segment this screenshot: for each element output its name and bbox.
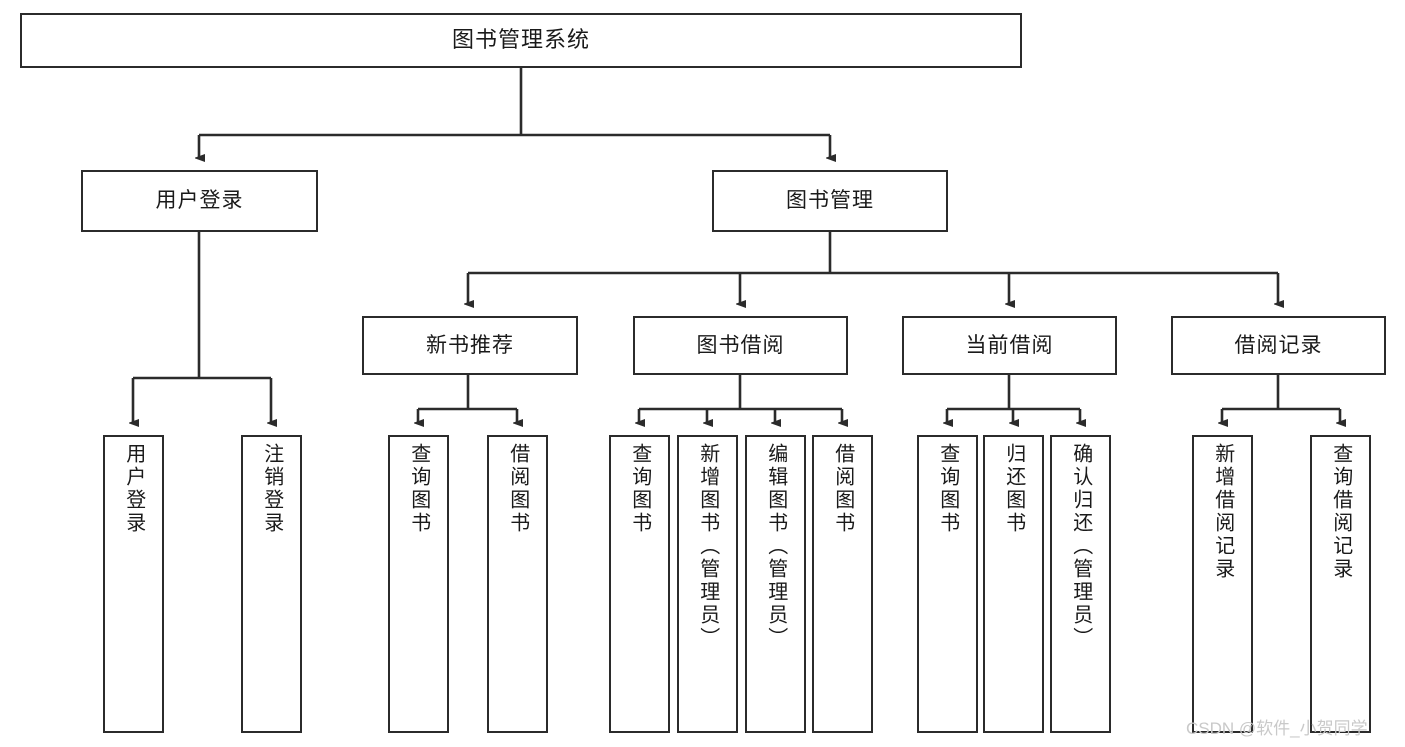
- node-label: 注销登录: [260, 443, 283, 535]
- leaf-user-logout[interactable]: 注销登录: [241, 435, 302, 733]
- node-book-borrow[interactable]: 图书借阅: [633, 316, 848, 375]
- leaf-borrow-add-book-admin[interactable]: 新增图书（管理员）: [677, 435, 738, 733]
- node-label: 图书借阅: [696, 333, 785, 357]
- node-label: 查询图书: [407, 443, 430, 535]
- node-label: 新增借阅记录: [1211, 443, 1234, 581]
- node-label: 图书管理: [786, 189, 874, 213]
- leaf-current-confirm-return-admin[interactable]: 确认归还（管理员）: [1050, 435, 1111, 733]
- node-new-book-recommend[interactable]: 新书推荐: [362, 316, 578, 375]
- node-label: 归还图书: [1002, 443, 1025, 535]
- node-book-management[interactable]: 图书管理: [712, 170, 948, 232]
- node-label: 借阅图书: [831, 443, 854, 535]
- node-label: 编辑图书（管理员）: [764, 443, 787, 650]
- leaf-recommend-borrow-book[interactable]: 借阅图书: [487, 435, 548, 733]
- watermark: CSDN @软件_小贺同学: [1186, 719, 1368, 738]
- node-label: 查询借阅记录: [1329, 443, 1352, 581]
- node-label: 新增图书（管理员）: [696, 443, 719, 650]
- node-label: 查询图书: [628, 443, 651, 535]
- leaf-current-query-book[interactable]: 查询图书: [917, 435, 978, 733]
- node-borrow-record[interactable]: 借阅记录: [1171, 316, 1386, 375]
- node-label: 借阅记录: [1234, 333, 1323, 357]
- leaf-borrow-borrow-book[interactable]: 借阅图书: [812, 435, 873, 733]
- node-label: 确认归还（管理员）: [1069, 443, 1092, 650]
- node-label: 借阅图书: [506, 443, 529, 535]
- node-label: 查询图书: [936, 443, 959, 535]
- node-label: 用户登录: [122, 443, 145, 535]
- node-label: 新书推荐: [426, 333, 514, 357]
- node-label: 图书管理系统: [451, 27, 590, 53]
- leaf-record-add-record[interactable]: 新增借阅记录: [1192, 435, 1253, 733]
- leaf-current-return-book[interactable]: 归还图书: [983, 435, 1044, 733]
- leaf-borrow-edit-book-admin[interactable]: 编辑图书（管理员）: [745, 435, 806, 733]
- leaf-user-login[interactable]: 用户登录: [103, 435, 164, 733]
- node-root-system[interactable]: 图书管理系统: [20, 13, 1022, 68]
- node-label: 当前借阅: [965, 333, 1054, 357]
- leaf-recommend-query-book[interactable]: 查询图书: [388, 435, 449, 733]
- node-label: 用户登录: [155, 189, 244, 213]
- node-user-login[interactable]: 用户登录: [81, 170, 318, 232]
- leaf-record-query-record[interactable]: 查询借阅记录: [1310, 435, 1371, 733]
- leaf-borrow-query-book[interactable]: 查询图书: [609, 435, 670, 733]
- node-current-borrow[interactable]: 当前借阅: [902, 316, 1117, 375]
